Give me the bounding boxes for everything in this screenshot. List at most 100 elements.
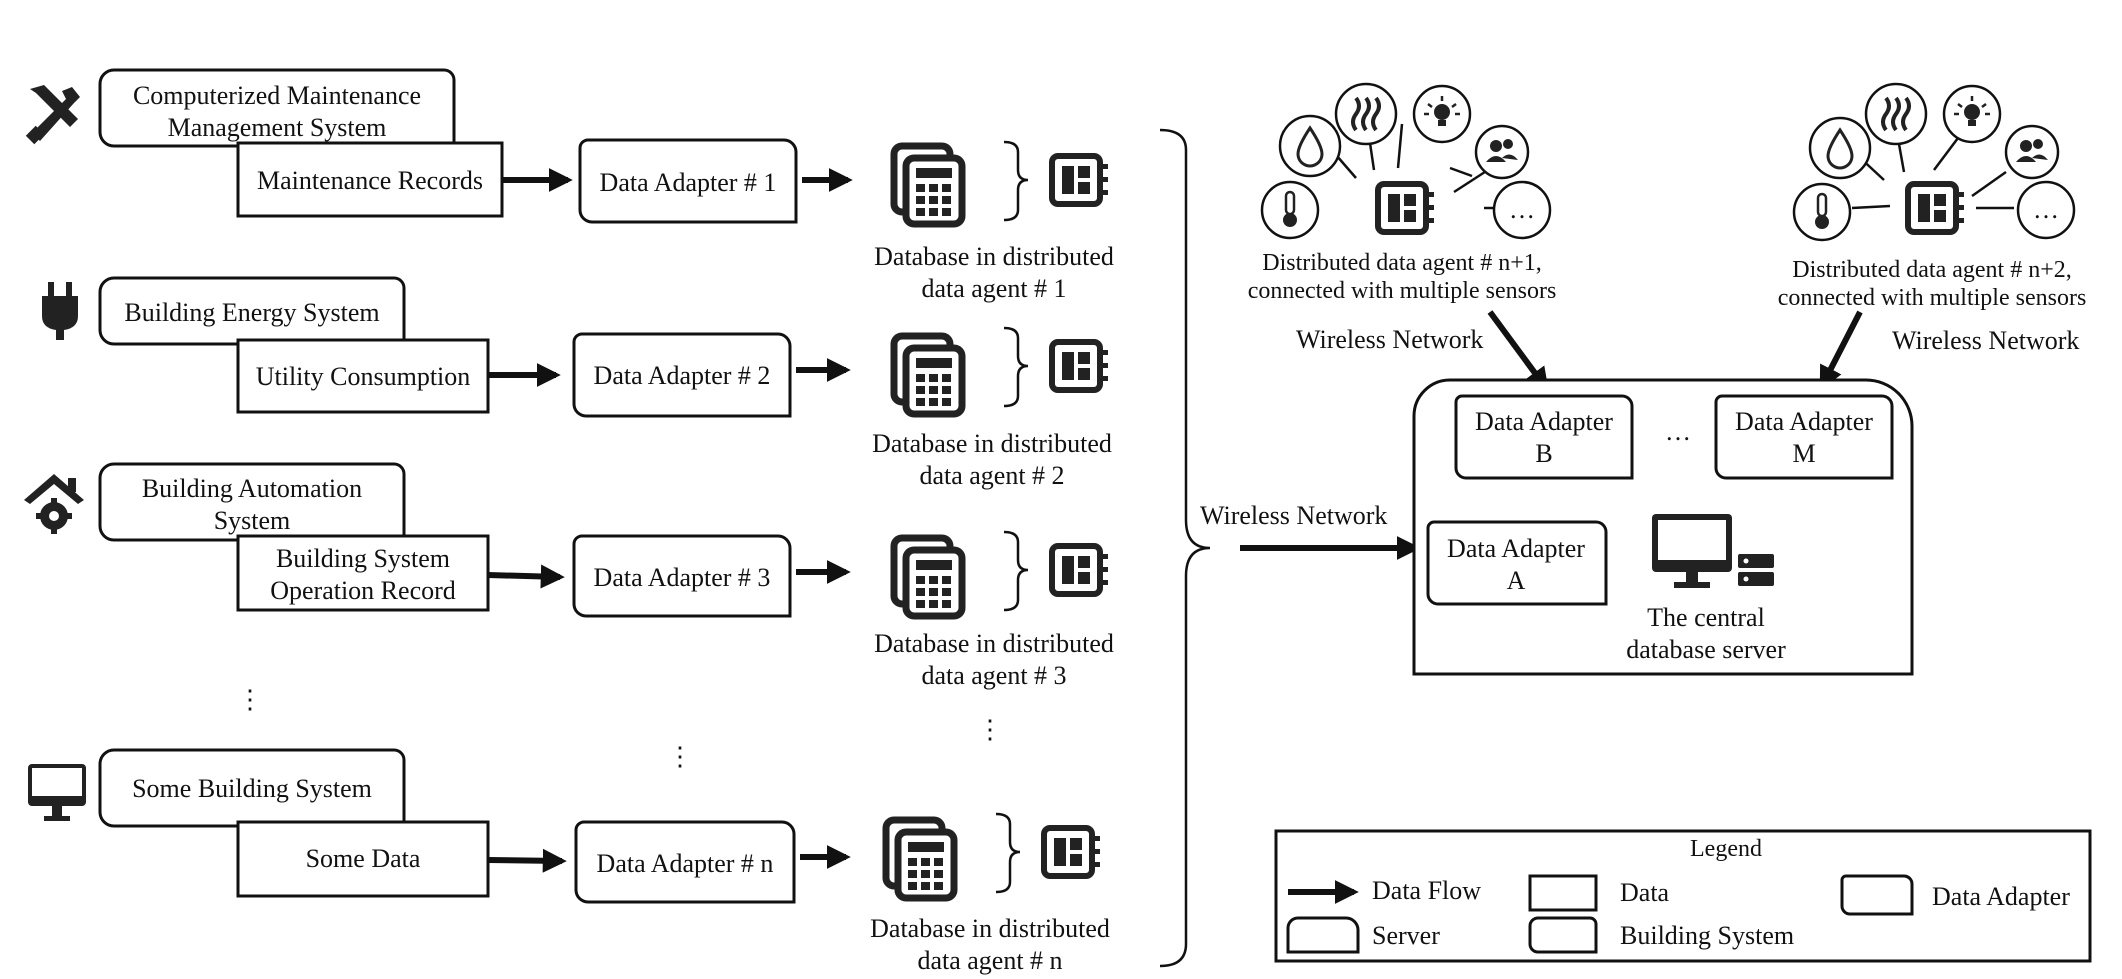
agent-label-line2: connected with multiple sensors — [1778, 285, 2087, 311]
database-label-line1: Database in distributed — [870, 914, 1110, 943]
data-box — [236, 820, 490, 898]
sensor-agent-2: … Distributed data agent # n+2, connecte… — [1778, 82, 2087, 391]
legend-server: Server — [1372, 921, 1440, 950]
ellipsis: ⋮ — [237, 685, 263, 714]
agent-label-line2: connected with multiple sensors — [1248, 278, 1557, 304]
adapter-a-line2: A — [1507, 566, 1526, 595]
data-adapter-label: Data Adapter # 3 — [594, 563, 771, 592]
agent-label-line1: Distributed data agent # n+1, — [1262, 250, 1541, 276]
data-label: Maintenance Records — [257, 166, 483, 195]
agent-label-line1: Distributed data agent # n+2, — [1792, 257, 2071, 283]
adapter-m-line1: Data Adapter — [1735, 407, 1873, 436]
data-box — [236, 534, 490, 612]
brace — [1003, 326, 1029, 408]
data-adapter-box — [1454, 394, 1634, 480]
central-server: Data Adapter B … Data Adapter M Data Ada… — [1412, 378, 1914, 676]
legend-server-swatch — [1286, 916, 1360, 954]
people-icon — [2004, 124, 2060, 180]
data-adapter-box — [574, 820, 796, 904]
data-box — [236, 141, 504, 218]
adapter-a-line1: Data Adapter — [1447, 534, 1585, 563]
brace — [995, 812, 1021, 894]
droplet-icon — [1808, 116, 1872, 180]
system-name-line1: Building Automation — [142, 474, 362, 503]
brace — [1003, 140, 1029, 222]
legend-title: Legend — [1690, 836, 1762, 862]
database-label-line2: data agent # 1 — [921, 274, 1066, 303]
agent-chip-icon — [1052, 546, 1108, 594]
server-caption-line2: database server — [1626, 635, 1786, 664]
data-adapter-box — [572, 332, 792, 418]
data-label: Utility Consumption — [256, 362, 471, 391]
sensor-agent-1: … Distributed data agent # n+1, connecte… — [1248, 82, 1557, 392]
ellipsis: ⋮ — [667, 742, 693, 771]
data-adapter-box — [578, 138, 798, 224]
database-icon — [894, 146, 962, 224]
legend-data-flow: Data Flow — [1372, 876, 1481, 905]
database-icon — [894, 538, 962, 616]
building-system-box — [98, 276, 406, 346]
data-adapter-box — [1714, 394, 1894, 480]
data-adapter-box — [572, 534, 792, 618]
droplet-icon — [1278, 114, 1342, 178]
more-sensors-label: … — [2033, 195, 2059, 224]
agent-chip-icon — [1378, 184, 1434, 232]
database-label-line2: data agent # 3 — [921, 661, 1066, 690]
row-1: Computerized Maintenance Management Syst… — [25, 68, 1114, 303]
thermometer-icon — [1792, 182, 1852, 242]
database-icon — [894, 336, 962, 414]
data-box — [236, 338, 490, 414]
wireless-network-label: Wireless Network — [1200, 501, 1387, 530]
big-brace — [1159, 128, 1211, 968]
brace — [1003, 530, 1029, 612]
legend: Legend Data Flow Data Data Adapter Serve… — [1274, 829, 2092, 963]
thermometer-icon — [1260, 180, 1320, 240]
plug-icon — [42, 282, 78, 340]
system-name: Some Building System — [132, 774, 372, 803]
database-label-line1: Database in distributed — [874, 629, 1114, 658]
adapter-dots: … — [1665, 417, 1691, 446]
data-label: Some Data — [306, 844, 421, 873]
more-sensors-icon — [1492, 180, 1552, 240]
server-caption-line1: The central — [1647, 603, 1765, 632]
system-name-line1: Computerized Maintenance — [133, 81, 421, 110]
legend-building-system-swatch — [1528, 916, 1598, 954]
home-gear-icon — [24, 474, 84, 534]
building-system-box — [98, 748, 406, 828]
ellipsis: ⋮ — [977, 715, 1003, 744]
adapter-b-line1: Data Adapter — [1475, 407, 1613, 436]
more-sensors-icon — [2016, 180, 2076, 240]
wireless-network-label: Wireless Network — [1892, 326, 2079, 355]
data-adapter-label: Data Adapter # 1 — [600, 168, 777, 197]
legend-frame — [1274, 829, 2092, 963]
adapter-b-line2: B — [1535, 439, 1552, 468]
adapter-m-line2: M — [1792, 439, 1815, 468]
system-name-line2: Management System — [168, 113, 387, 142]
database-label-line1: Database in distributed — [874, 242, 1114, 271]
data-adapter-box — [1426, 520, 1608, 606]
agent-chip-icon — [1908, 184, 1964, 232]
data-adapter-label: Data Adapter # n — [597, 849, 774, 878]
data-label-line1: Building System — [276, 544, 450, 573]
tools-icon — [25, 85, 80, 145]
data-flow-arrow — [1487, 310, 1549, 392]
database-server-icon — [1652, 514, 1774, 588]
building-system-box — [98, 68, 456, 148]
legend-adapter-swatch — [1840, 874, 1914, 916]
legend-data-swatch — [1528, 874, 1598, 912]
database-label-line1: Database in distributed — [872, 429, 1112, 458]
database-icon — [886, 820, 954, 898]
database-label-line2: data agent # n — [917, 946, 1062, 975]
agent-chip-icon — [1044, 828, 1100, 876]
data-label-line2: Operation Record — [270, 576, 456, 605]
agent-chip-icon — [1052, 156, 1108, 204]
data-flow-arrow — [487, 564, 565, 589]
row-3: Building Automation System Building Syst… — [24, 462, 1114, 690]
legend-building-system: Building System — [1620, 921, 1794, 950]
data-adapter-label: Data Adapter # 2 — [594, 361, 771, 390]
people-icon — [1474, 124, 1530, 180]
database-label-line2: data agent # 2 — [919, 461, 1064, 490]
system-name-line2: System — [214, 506, 291, 535]
legend-data: Data — [1620, 878, 1670, 907]
row-2: Building Energy System Utility Consumpti… — [42, 276, 1112, 490]
